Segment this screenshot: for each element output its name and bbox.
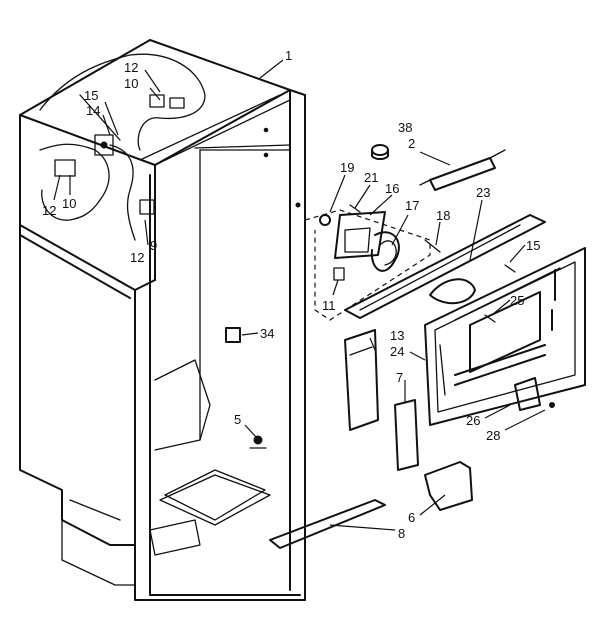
callout-19: 19 [340,160,354,175]
part-34-clip [225,327,241,343]
part-8-trim-strip [269,499,386,549]
callout-16: 16 [385,181,399,196]
callout-25: 25 [510,293,524,308]
cabinet-shell [19,39,306,601]
part-7-plate [394,399,419,471]
callout-12-left: 12 [42,203,56,218]
part-5-hinge [249,435,267,449]
callout-13: 13 [390,328,404,343]
callout-10-top: 10 [124,76,138,91]
callout-1: 1 [285,48,292,63]
callout-18: 18 [436,208,450,223]
part-15-screw [504,264,516,273]
part-24-cover-panel [424,247,586,426]
callout-2: 2 [408,136,415,151]
wiring-harness [39,53,206,241]
callout-7: 7 [396,370,403,385]
callout-labels: 1 38 2 19 21 16 17 18 23 15 25 11 13 24 … [42,48,540,541]
part-25-screw [484,314,496,323]
callout-10-left: 10 [62,196,76,211]
part-28-screw [549,402,555,408]
callout-9: 9 [150,238,157,253]
callout-38: 38 [398,120,412,135]
part-38-cap [371,144,389,160]
part-18-screw [424,239,441,253]
callout-15-left: 15 [84,88,98,103]
callout-8: 8 [398,526,405,541]
callout-17: 17 [405,198,419,213]
leader-lines [53,59,546,531]
callout-5: 5 [234,412,241,427]
callout-11: 11 [322,298,336,313]
callout-26: 26 [466,413,480,428]
part-13-duct [344,329,379,431]
callout-28: 28 [486,428,500,443]
callout-24: 24 [390,344,404,359]
part-26-bracket [514,377,541,411]
callout-34: 34 [260,326,274,341]
callout-12-lower: 12 [130,250,144,265]
callout-6: 6 [408,510,415,525]
callout-15-right: 15 [526,238,540,253]
evaporator-cavity-outline [304,209,431,321]
part-6-bracket [424,461,473,511]
callout-21: 21 [364,170,378,185]
callout-14: 14 [86,103,100,118]
callout-23: 23 [476,185,490,200]
thermostat-control-assembly [54,94,185,215]
part-2-bracket [419,149,506,191]
part-23-evaporator [344,214,546,319]
callout-12-top: 12 [124,60,138,75]
fan-motor-assembly [319,204,400,281]
